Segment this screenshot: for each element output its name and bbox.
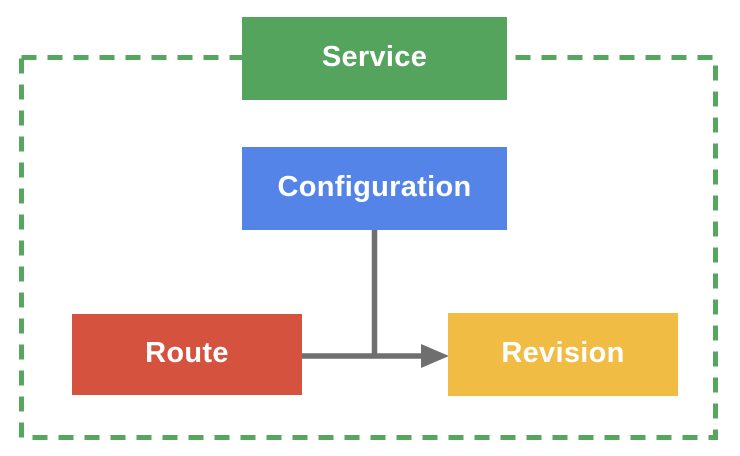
node-configuration-label: Configuration (277, 171, 472, 203)
node-configuration: Configuration (242, 147, 507, 230)
node-revision: Revision (448, 313, 678, 396)
node-service: Service (242, 17, 507, 100)
arrowhead-icon (421, 344, 449, 368)
node-revision-label: Revision (501, 337, 625, 369)
node-route-label: Route (145, 337, 229, 369)
node-route: Route (72, 314, 302, 395)
node-service-label: Service (321, 41, 428, 73)
